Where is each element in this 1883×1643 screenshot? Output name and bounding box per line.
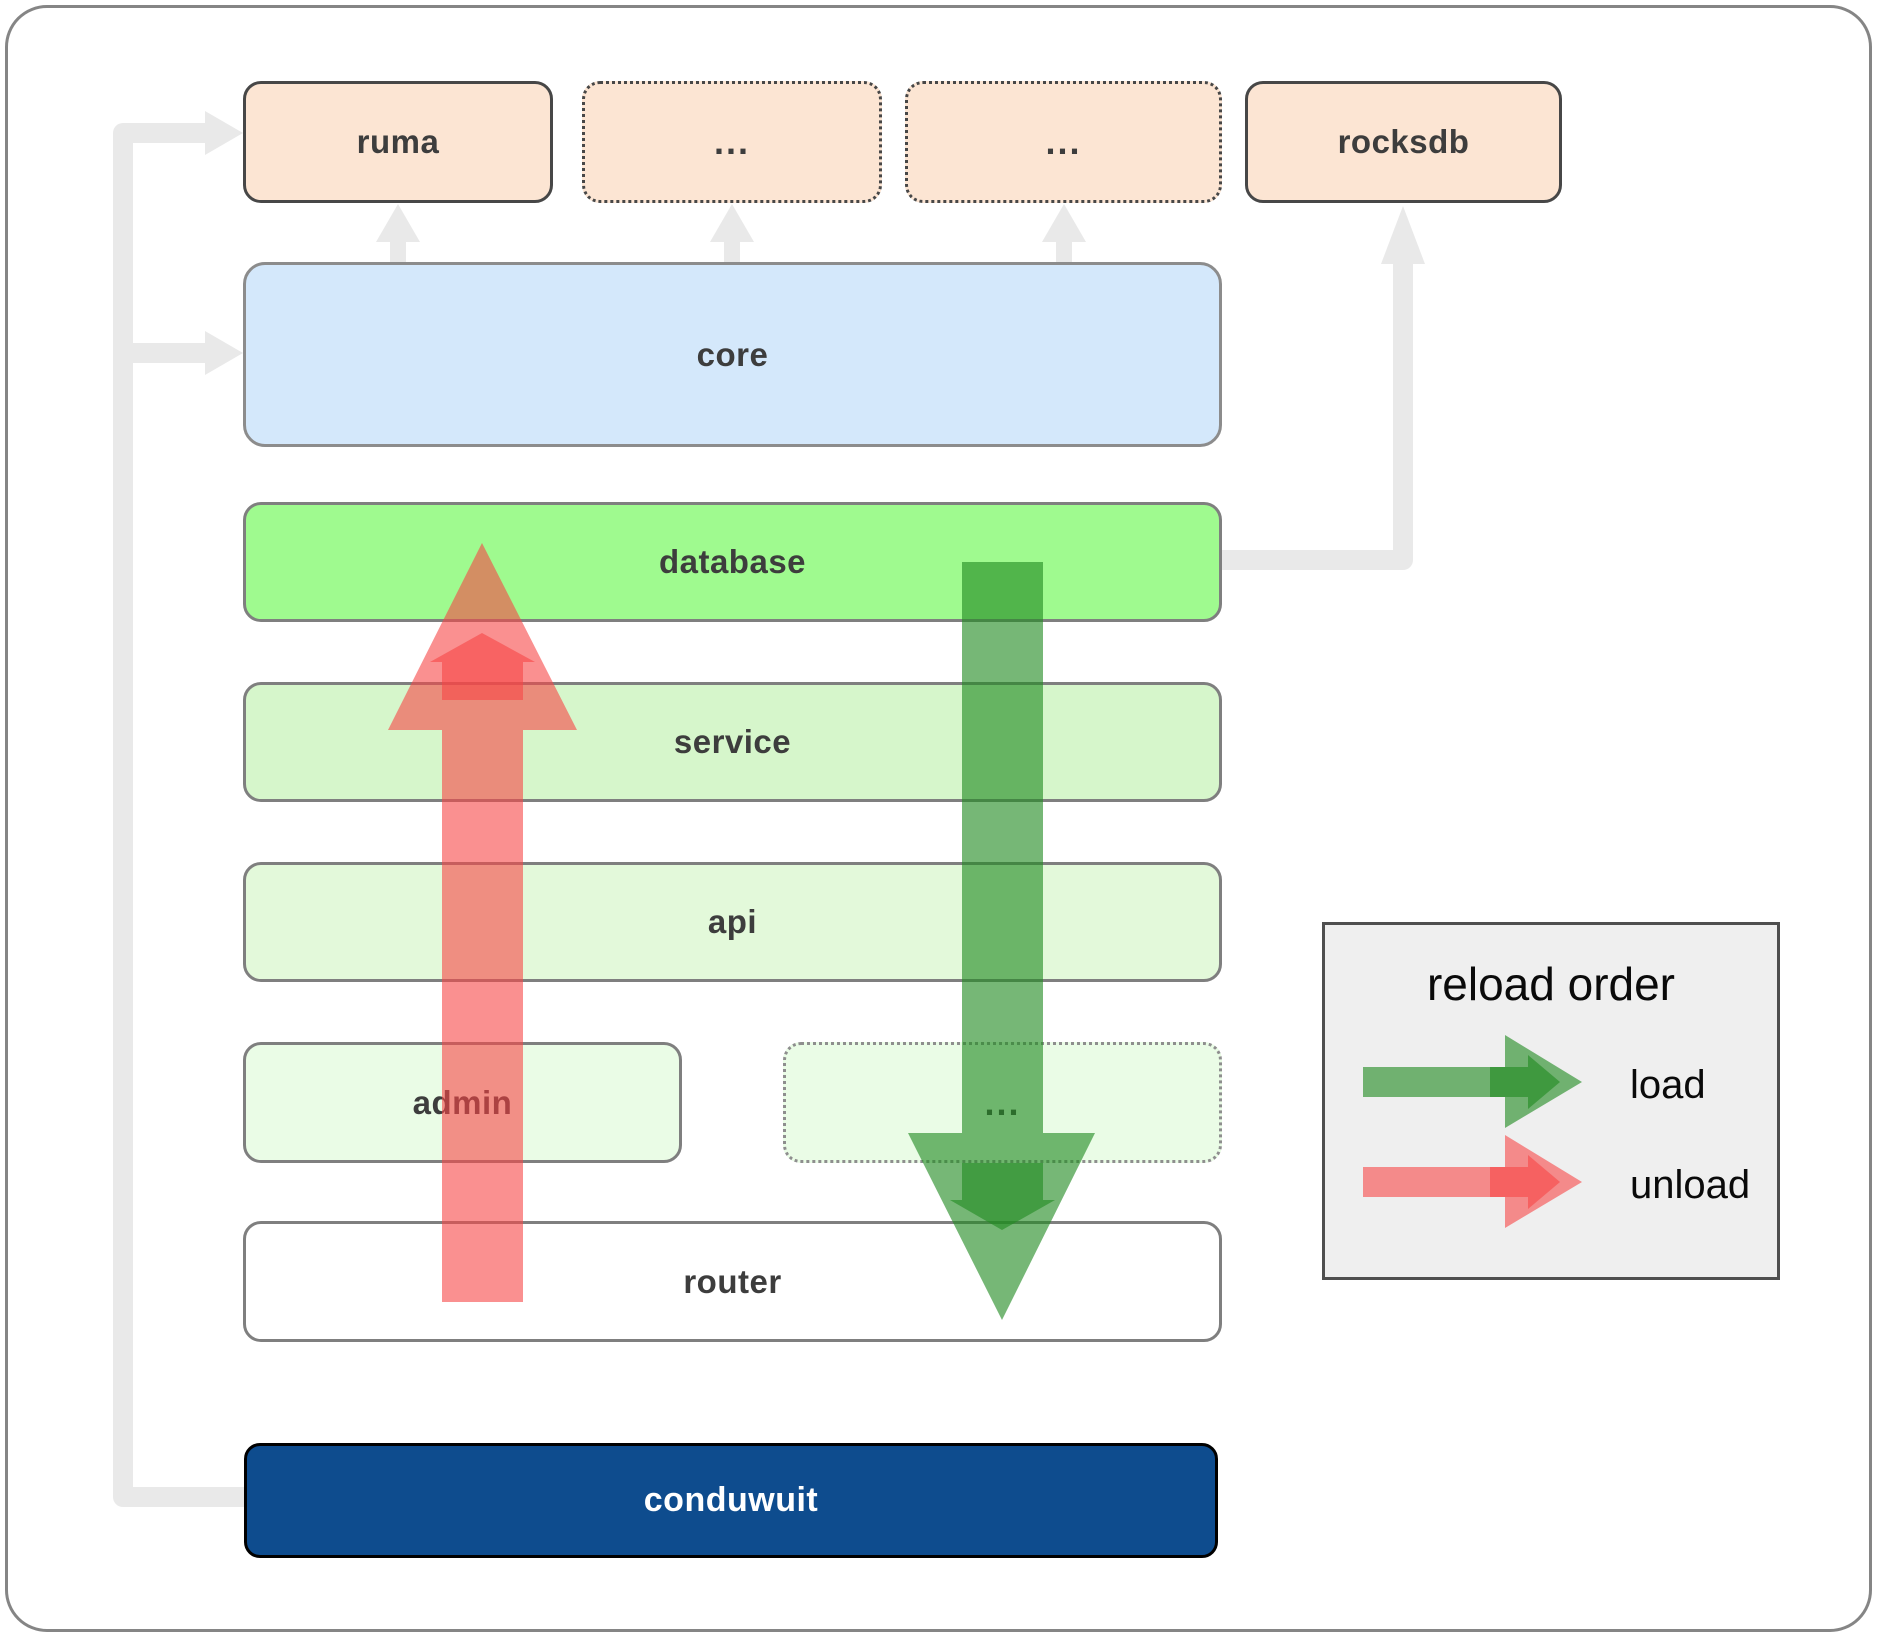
arrowhead-up-icon [376,204,420,242]
box-rocksdb: rocksdb [1245,81,1562,203]
box-database-label: database [658,543,807,580]
box-service: service [243,682,1222,802]
arrowhead-up-icon [1042,204,1086,242]
box-ruma-label: ruma [356,123,440,160]
box-api: api [243,862,1222,982]
box-ellipsis-1: ... [582,81,882,203]
outer-frame-border [5,5,1872,1632]
arrowhead-to-ruma-icon [205,111,243,155]
legend-label-unload: unload [1630,1163,1751,1207]
box-service-label: service [673,723,792,760]
box-ellipsis-2-label: ... [1045,121,1082,162]
arrowhead-up-icon [710,204,754,242]
box-ellipsis-2: ... [905,81,1222,203]
box-admin-ellipsis-label: ... [984,1081,1021,1123]
box-database: database [243,502,1222,622]
box-ellipsis-1-label: ... [713,121,750,162]
box-router-label: router [683,1262,782,1300]
box-router: router [243,1221,1222,1342]
legend: reload order load unload [1322,922,1780,1280]
box-core-label: core [696,335,769,373]
connector-core-to-top-boxes [376,204,1086,262]
box-admin-ellipsis: ... [783,1042,1222,1163]
box-core: core [243,262,1222,447]
connector-database-to-rocksdb [1222,262,1413,570]
box-ruma: ruma [243,81,553,203]
box-api-label: api [707,903,758,940]
arrowhead-to-core-icon [205,331,243,375]
box-admin: admin [243,1042,682,1163]
box-conduwuit-label: conduwuit [643,1481,819,1519]
box-rocksdb-label: rocksdb [1337,123,1470,160]
arrowhead-to-rocksdb-icon [1381,206,1425,264]
box-admin-label: admin [412,1083,513,1121]
legend-title: reload order [1426,958,1676,1010]
legend-label-load: load [1630,1063,1706,1107]
box-conduwuit: conduwuit [244,1443,1218,1558]
connector-conduwuit-to-ruma [113,123,244,1507]
